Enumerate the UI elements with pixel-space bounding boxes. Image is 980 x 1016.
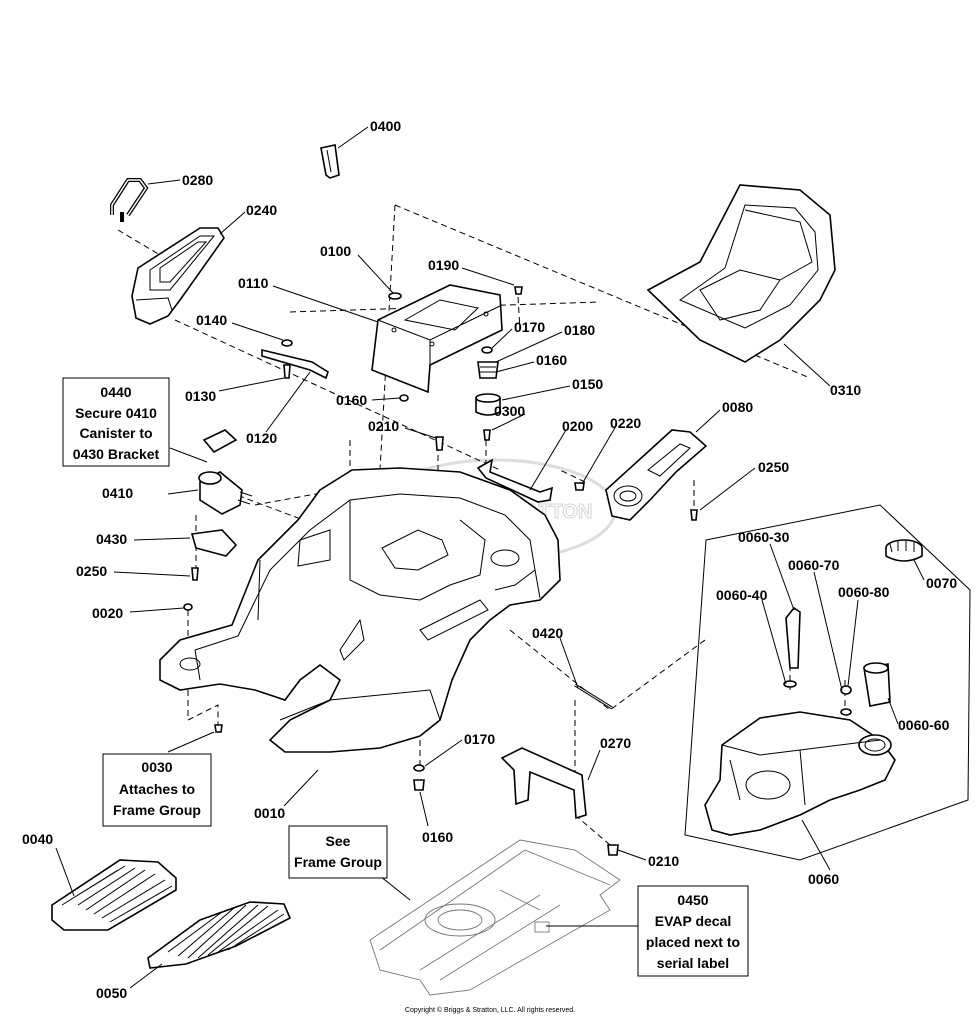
label-0060-40: 0060-40 <box>716 587 768 603</box>
label-0270: 0270 <box>600 735 631 751</box>
part-0060-fuel-tank <box>704 711 896 836</box>
part-0310-seat <box>646 184 836 363</box>
callout-see-frame-group: See Frame Group <box>288 825 388 879</box>
svg-text:0440: 0440 <box>100 384 131 400</box>
label-0250-right: 0250 <box>758 459 789 475</box>
callout-0450: 0450 EVAP decal placed next to serial la… <box>637 885 749 977</box>
svg-text:Secure 0410: Secure 0410 <box>75 405 157 421</box>
svg-text:Frame Group: Frame Group <box>294 854 382 870</box>
label-0060-80: 0060-80 <box>838 584 890 600</box>
label-0130: 0130 <box>185 388 216 404</box>
label-0100: 0100 <box>320 243 351 259</box>
label-0170-top: 0170 <box>514 319 545 335</box>
callout-0440: 0440 Secure 0410 Canister to 0430 Bracke… <box>62 377 170 467</box>
svg-text:See: See <box>326 833 351 849</box>
svg-text:0030: 0030 <box>141 759 172 775</box>
label-0280: 0280 <box>182 172 213 188</box>
label-0400: 0400 <box>370 118 401 134</box>
label-0240: 0240 <box>246 202 277 218</box>
part-0050-footpad <box>147 901 292 969</box>
label-0160-mid: 0160 <box>336 392 367 408</box>
part-0280-wire-handle <box>110 178 149 222</box>
svg-text:Canister to: Canister to <box>79 425 152 441</box>
part-0200-bracket <box>476 458 554 503</box>
copyright-text: Copyright © Briggs & Stratton, LLC. All … <box>405 1006 575 1014</box>
label-0070: 0070 <box>926 575 957 591</box>
svg-text:0450: 0450 <box>677 892 708 908</box>
svg-text:Frame Group: Frame Group <box>113 802 201 818</box>
part-0430-bracket <box>190 529 238 557</box>
part-labels: 0400 0280 0240 0100 0190 0110 0140 0170 … <box>22 118 957 1001</box>
part-0400-sleeve <box>320 144 340 179</box>
label-0140: 0140 <box>196 312 227 328</box>
part-0060-60-neck <box>863 662 891 707</box>
label-0250-left: 0250 <box>76 563 107 579</box>
part-0240-cover <box>131 227 225 325</box>
label-0210-top: 0210 <box>368 418 399 434</box>
label-0060-60: 0060-60 <box>898 717 950 733</box>
label-0160-top: 0160 <box>536 352 567 368</box>
part-0080-cupholder <box>605 429 708 521</box>
label-0200: 0200 <box>562 418 593 434</box>
hardware-small-parts <box>183 286 698 856</box>
label-0160-bottom: 0160 <box>422 829 453 845</box>
label-0190: 0190 <box>428 257 459 273</box>
label-0060-30: 0060-30 <box>738 529 790 545</box>
svg-text:serial label: serial label <box>657 955 729 971</box>
label-0420: 0420 <box>532 625 563 641</box>
label-0310: 0310 <box>830 382 861 398</box>
label-0040: 0040 <box>22 831 53 847</box>
svg-text:Attaches to: Attaches to <box>119 781 195 797</box>
label-0020: 0020 <box>92 605 123 621</box>
part-0110-console <box>371 284 503 394</box>
label-0410: 0410 <box>102 485 133 501</box>
label-0300: 0300 <box>494 403 525 419</box>
label-0220: 0220 <box>610 415 641 431</box>
label-0060: 0060 <box>808 871 839 887</box>
label-0010: 0010 <box>254 805 285 821</box>
svg-text:placed next to: placed next to <box>646 934 740 950</box>
part-0060-80-valve <box>840 685 852 716</box>
part-0440-strap <box>202 429 238 454</box>
label-0110: 0110 <box>238 275 269 291</box>
label-0430: 0430 <box>96 531 127 547</box>
part-0060-30-tube <box>783 606 801 688</box>
label-0120: 0120 <box>246 430 277 446</box>
label-0060-70: 0060-70 <box>788 557 840 573</box>
frame-group <box>369 839 621 996</box>
label-0150: 0150 <box>572 376 603 392</box>
label-0210-bottom: 0210 <box>648 853 679 869</box>
part-0410-canister <box>198 471 253 515</box>
label-0180: 0180 <box>564 322 595 338</box>
label-0170-bottom: 0170 <box>464 731 495 747</box>
label-0080: 0080 <box>722 399 753 415</box>
part-0010-fender <box>159 467 561 753</box>
part-0070-cap <box>885 539 923 562</box>
svg-text:EVAP decal: EVAP decal <box>655 913 732 929</box>
part-0120-clip <box>261 348 329 380</box>
part-0420-rod <box>574 683 613 710</box>
svg-text:0430 Bracket: 0430 Bracket <box>73 446 160 462</box>
callout-0030: 0030 Attaches to Frame Group <box>102 753 212 827</box>
part-0040-footpad <box>51 859 177 931</box>
part-0270-bracket <box>500 747 587 820</box>
label-0050: 0050 <box>96 985 127 1001</box>
leader-lines <box>55 126 925 989</box>
fuel-tank-group-box <box>684 504 971 861</box>
